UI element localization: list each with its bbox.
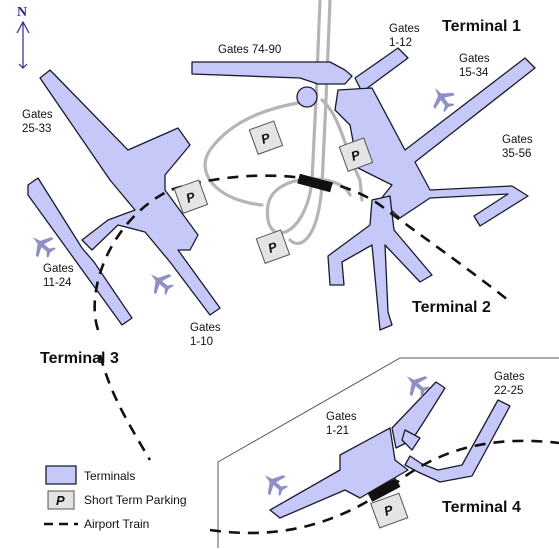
airplane-icon — [32, 237, 56, 258]
terminal-3-label: Terminal 3 — [40, 350, 119, 367]
terminal-1-label: Terminal 1 — [442, 18, 521, 35]
legend-terminal-swatch — [45, 465, 77, 485]
north-label: N — [17, 5, 27, 20]
legend-terminals-label: Terminals — [84, 469, 135, 483]
terminal-2 — [327, 195, 433, 331]
legend-parking-swatch: P — [47, 490, 75, 510]
access-roads — [203, 0, 364, 245]
parking-lot-3: P — [173, 179, 209, 214]
parking-lot-1: P — [248, 120, 284, 155]
legend-parking-label: Short Term Parking — [84, 493, 187, 507]
north-arrow: N — [16, 5, 30, 69]
gates-74-90-label: Gates 74-90 — [218, 44, 281, 56]
terminal-2-label: Terminal 2 — [412, 299, 491, 316]
airplane-icon — [406, 376, 430, 397]
airport-train-route — [93, 173, 559, 535]
terminal-4-label: Terminal 4 — [442, 499, 521, 516]
airplane-icon — [433, 88, 455, 113]
svg-text:P: P — [56, 493, 65, 508]
terminal-3 — [27, 69, 221, 326]
parking-lot-5: P — [370, 492, 409, 529]
airplane-icon — [150, 274, 174, 295]
legend-train-label: Airport Train — [84, 517, 149, 531]
parking-lot-2: P — [338, 137, 374, 172]
legend: Terminals P Short Term Parking Airport T… — [44, 465, 187, 531]
terminal-1 — [191, 47, 536, 227]
terminal-4-boundary — [217, 357, 559, 548]
parking-lot-4: P — [255, 229, 291, 264]
airplane-icon — [264, 475, 288, 496]
